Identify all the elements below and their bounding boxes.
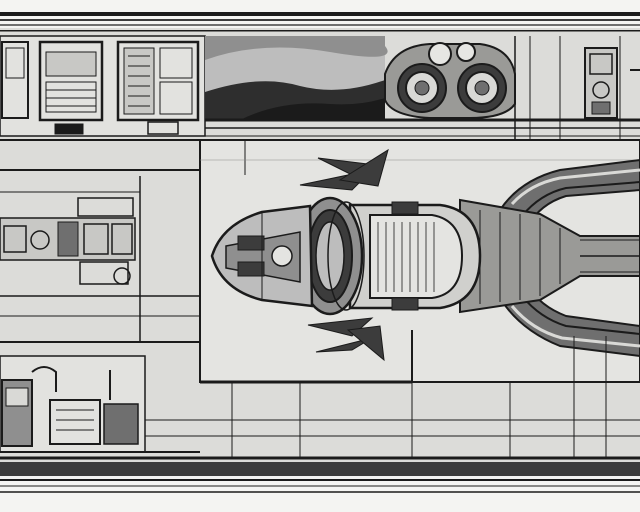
bottom-frame-bands [0, 336, 640, 493]
top-frame-band [0, 12, 640, 32]
top-sky-banner [205, 36, 640, 137]
top-right-goggle-machine [384, 36, 531, 140]
lower-spike-fins [307, 317, 385, 362]
spaceship-drawing [210, 148, 640, 362]
left-schematic-panel [0, 169, 200, 343]
ship-cylinder-core [348, 201, 482, 311]
bottom-left-machinery-panel [0, 355, 200, 453]
corner-device [559, 36, 640, 140]
ship-nose-cone [210, 204, 314, 308]
ship-ring-housing [296, 196, 365, 316]
top-left-machinery-panel [0, 35, 206, 141]
ship-tail-section [459, 198, 640, 314]
upper-spike-fins [299, 148, 389, 191]
